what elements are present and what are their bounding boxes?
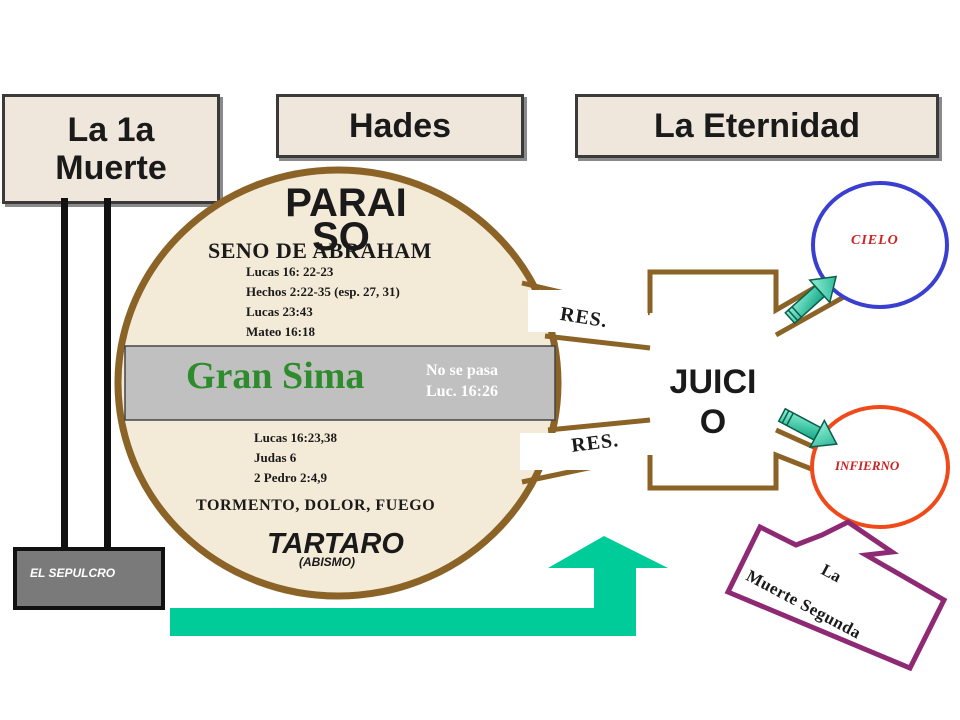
judgment-line1: JUICI (669, 363, 757, 401)
heaven-label: CIELO (851, 233, 899, 248)
torment-refs: Lucas 16:23,38 Judas 6 2 Pedro 2:4,9 (254, 428, 337, 488)
gulf-band (124, 345, 556, 421)
paradise-title-line2: SO (312, 215, 370, 259)
torment-ref: Lucas 16:23,38 (254, 430, 338, 445)
torment-subtitle: TORMENTO, DOLOR, FUEGO (196, 497, 436, 514)
paradise-ref: Hechos 2:22-35 (esp. 27, 31) (246, 284, 400, 299)
paradise-subtitle: SENO DE ABRAHAM (208, 238, 432, 263)
header-first-death-line2: Muerte (55, 149, 167, 187)
header-eternity: La Eternidad (575, 94, 939, 158)
header-hades: Hades (276, 94, 524, 158)
header-first-death: La 1a Muerte (2, 94, 220, 204)
judgment-frame (647, 245, 885, 493)
connector-upper-bottom (544, 333, 651, 351)
gulf-note-line1: No se pasa (426, 362, 499, 379)
paradise-title-line1: PARAI (285, 181, 407, 225)
arrow-to-heaven (784, 275, 838, 325)
paradise-ref: Mateo 16:18 (246, 324, 315, 339)
torment-ref: 2 Pedro 2:4,9 (254, 470, 328, 485)
judgment-line2: O (699, 403, 727, 441)
header-first-death-line1: La 1a (67, 111, 155, 149)
hell-label: INFIERNO (835, 458, 900, 473)
paradise-ref: Lucas 23:43 (246, 304, 313, 319)
tartaro-title: TARTARO (267, 528, 404, 560)
second-death-shape (724, 519, 948, 672)
judgment-label: JUICI O (650, 362, 776, 442)
grave-pillar-left (61, 198, 68, 550)
grave-label: EL SEPULCRO (30, 566, 116, 580)
res-lower-background (520, 433, 650, 470)
torment-ref: Judas 6 (254, 450, 297, 465)
arrow-to-hell (777, 407, 838, 448)
connector-lower-top (547, 417, 651, 433)
paradise-title: PARAI SO (276, 181, 416, 257)
res-upper-background (528, 290, 648, 332)
header-eternity-label: La Eternidad (654, 107, 860, 145)
gulf-note-line2: Luc. 16:26 (426, 383, 498, 400)
resurrection-arrow (170, 536, 668, 636)
abismo-note: (ABISMO) (299, 555, 355, 569)
gulf-title: Gran Sima (186, 355, 365, 397)
grave-box (13, 547, 165, 610)
paradise-ref: Lucas 16: 22-23 (246, 264, 334, 279)
heaven-circle (811, 181, 949, 309)
paradise-refs: Lucas 16: 22-23 Hechos 2:22-35 (esp. 27,… (246, 262, 400, 342)
hell-circle (810, 405, 950, 529)
gulf-note: No se pasa Luc. 16:26 (426, 360, 498, 402)
grave-pillar-right (104, 198, 111, 550)
header-hades-label: Hades (348, 107, 452, 145)
